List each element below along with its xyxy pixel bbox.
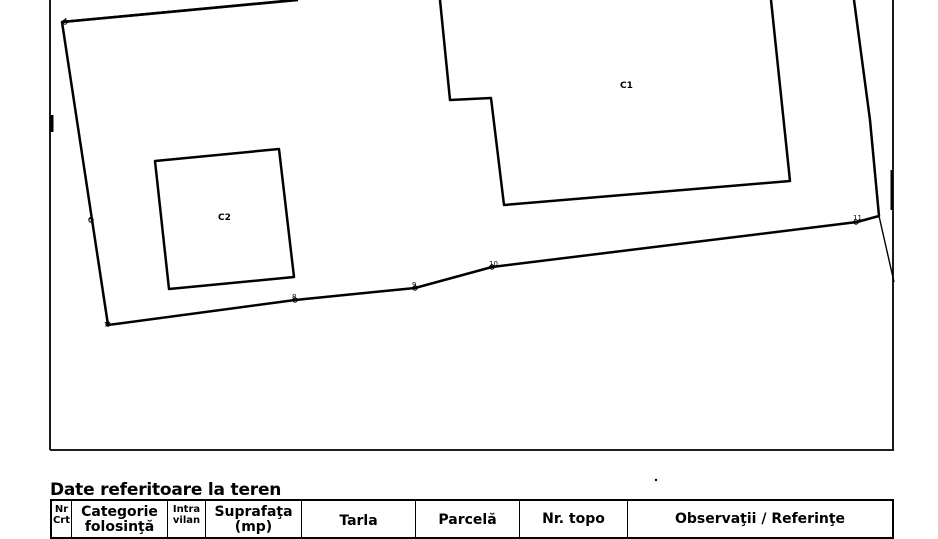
point-marker-4 <box>62 19 68 25</box>
point-marker-10 <box>489 264 495 270</box>
cadastral-plan: C1 C2 4 6 7 8 9 10 11 <box>49 0 895 482</box>
col-header-categorie: Categorie folosinţă <box>72 501 168 537</box>
point-label-9: 9 <box>412 281 416 289</box>
point-label-10: 10 <box>489 260 498 268</box>
col-header-nr-topo-text: Nr. topo <box>542 511 605 527</box>
land-data-table: Nr Crt Categorie folosinţă Intra vilan S… <box>50 499 894 539</box>
point-label-11: 11 <box>853 214 862 222</box>
point-marker-7 <box>105 321 111 327</box>
point-marker-6 <box>88 217 94 223</box>
col-header-nr-line1: Nr <box>54 504 69 515</box>
neighbour-boundary-line <box>878 215 895 283</box>
col-header-observatii-text: Observaţii / Referinţe <box>674 511 846 527</box>
col-header-observatii: Observaţii / Referinţe <box>628 501 892 537</box>
point-label-4: 4 <box>63 17 68 25</box>
building-c1-label: C1 <box>620 81 633 91</box>
point-marker-8 <box>292 297 298 303</box>
parcel-boundary-path <box>60 0 881 327</box>
col-header-tarla: Tarla <box>302 501 416 537</box>
point-label-8: 8 <box>292 293 296 301</box>
building-c2-outline <box>153 147 296 291</box>
col-header-parcela: Parcelă <box>416 501 520 537</box>
col-header-nr-topo: Nr. topo <box>520 501 628 537</box>
col-header-intravilan: Intra vilan <box>168 501 206 537</box>
col-header-suprafata: Suprafaţa (mp) <box>206 501 302 537</box>
scan-speck <box>654 478 658 482</box>
col-header-intravilan-line2: vilan <box>172 514 201 526</box>
point-marker-11 <box>853 219 859 225</box>
point-label-6: 6 <box>88 216 93 224</box>
col-header-intravilan-line1: Intra <box>172 504 201 515</box>
building-c1-outline <box>438 0 792 207</box>
col-header-suprafata-line2: (mp) <box>234 518 273 535</box>
land-data-section-title: Date referitoare la teren <box>50 480 282 500</box>
col-header-parcela-text: Parcelă <box>438 512 497 528</box>
point-label-7: 7 <box>104 321 108 329</box>
col-header-categorie-line2: folosinţă <box>84 518 155 535</box>
point-marker-9 <box>412 285 418 291</box>
col-header-suprafata-line1: Suprafaţa <box>214 504 293 520</box>
building-c2-label: C2 <box>218 213 231 223</box>
col-header-nr-line2: Crt <box>52 514 71 526</box>
col-header-tarla-text: Tarla <box>339 513 378 529</box>
col-header-nr: Nr Crt <box>52 501 72 537</box>
col-header-categorie-line1: Categorie <box>81 504 158 520</box>
